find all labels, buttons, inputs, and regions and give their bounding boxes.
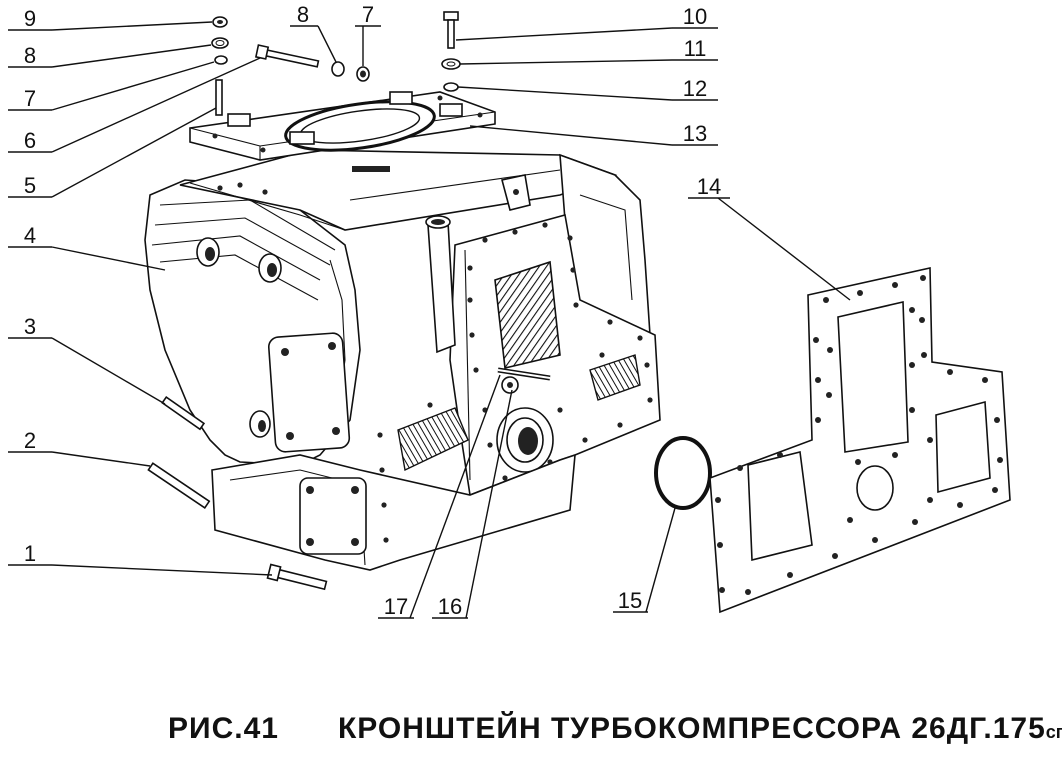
figure-title: КРОНШТЕЙН ТУРБОКОМПРЕССОРА 26ДГ.175спч — [338, 712, 1062, 746]
callout-16: 16 — [438, 594, 462, 619]
leader-lines — [8, 21, 851, 619]
figure-title-main: КРОНШТЕЙН ТУРБОКОМПРЕССОРА 26ДГ.175 — [338, 712, 1046, 745]
callout-9: 9 — [24, 6, 36, 31]
callout-17: 17 — [384, 594, 408, 619]
callout-14: 14 — [697, 174, 721, 199]
callout-8-left: 8 — [24, 43, 36, 68]
callout-7-top: 7 — [362, 2, 374, 27]
callout-2: 2 — [24, 428, 36, 453]
callout-15: 15 — [618, 588, 642, 613]
callout-6: 6 — [24, 128, 36, 153]
callout-12: 12 — [683, 76, 707, 101]
gasket — [709, 267, 1011, 614]
o-ring — [654, 436, 712, 510]
callout-5: 5 — [24, 173, 36, 198]
callout-11: 11 — [684, 36, 707, 61]
figure-label: РИС.41 — [168, 712, 279, 745]
callout-7-left: 7 — [24, 86, 36, 111]
bracket-housing — [144, 149, 661, 571]
callout-labels: 9 8 7 6 5 4 3 2 1 8 7 10 11 12 13 14 15 … — [24, 2, 721, 619]
fasteners — [147, 11, 461, 591]
figure-title-suffix: спч — [1045, 722, 1062, 742]
callout-10: 10 — [683, 4, 707, 29]
callout-4: 4 — [24, 223, 36, 248]
top-flange-plate — [189, 91, 496, 161]
callout-8-top: 8 — [297, 2, 309, 27]
callout-1: 1 — [24, 541, 36, 566]
figure-caption: РИС.41 КРОНШТЕЙН ТУРБОКОМПРЕССОРА 26ДГ.1… — [0, 712, 1062, 752]
callout-13: 13 — [683, 121, 707, 146]
callout-3: 3 — [24, 314, 36, 339]
